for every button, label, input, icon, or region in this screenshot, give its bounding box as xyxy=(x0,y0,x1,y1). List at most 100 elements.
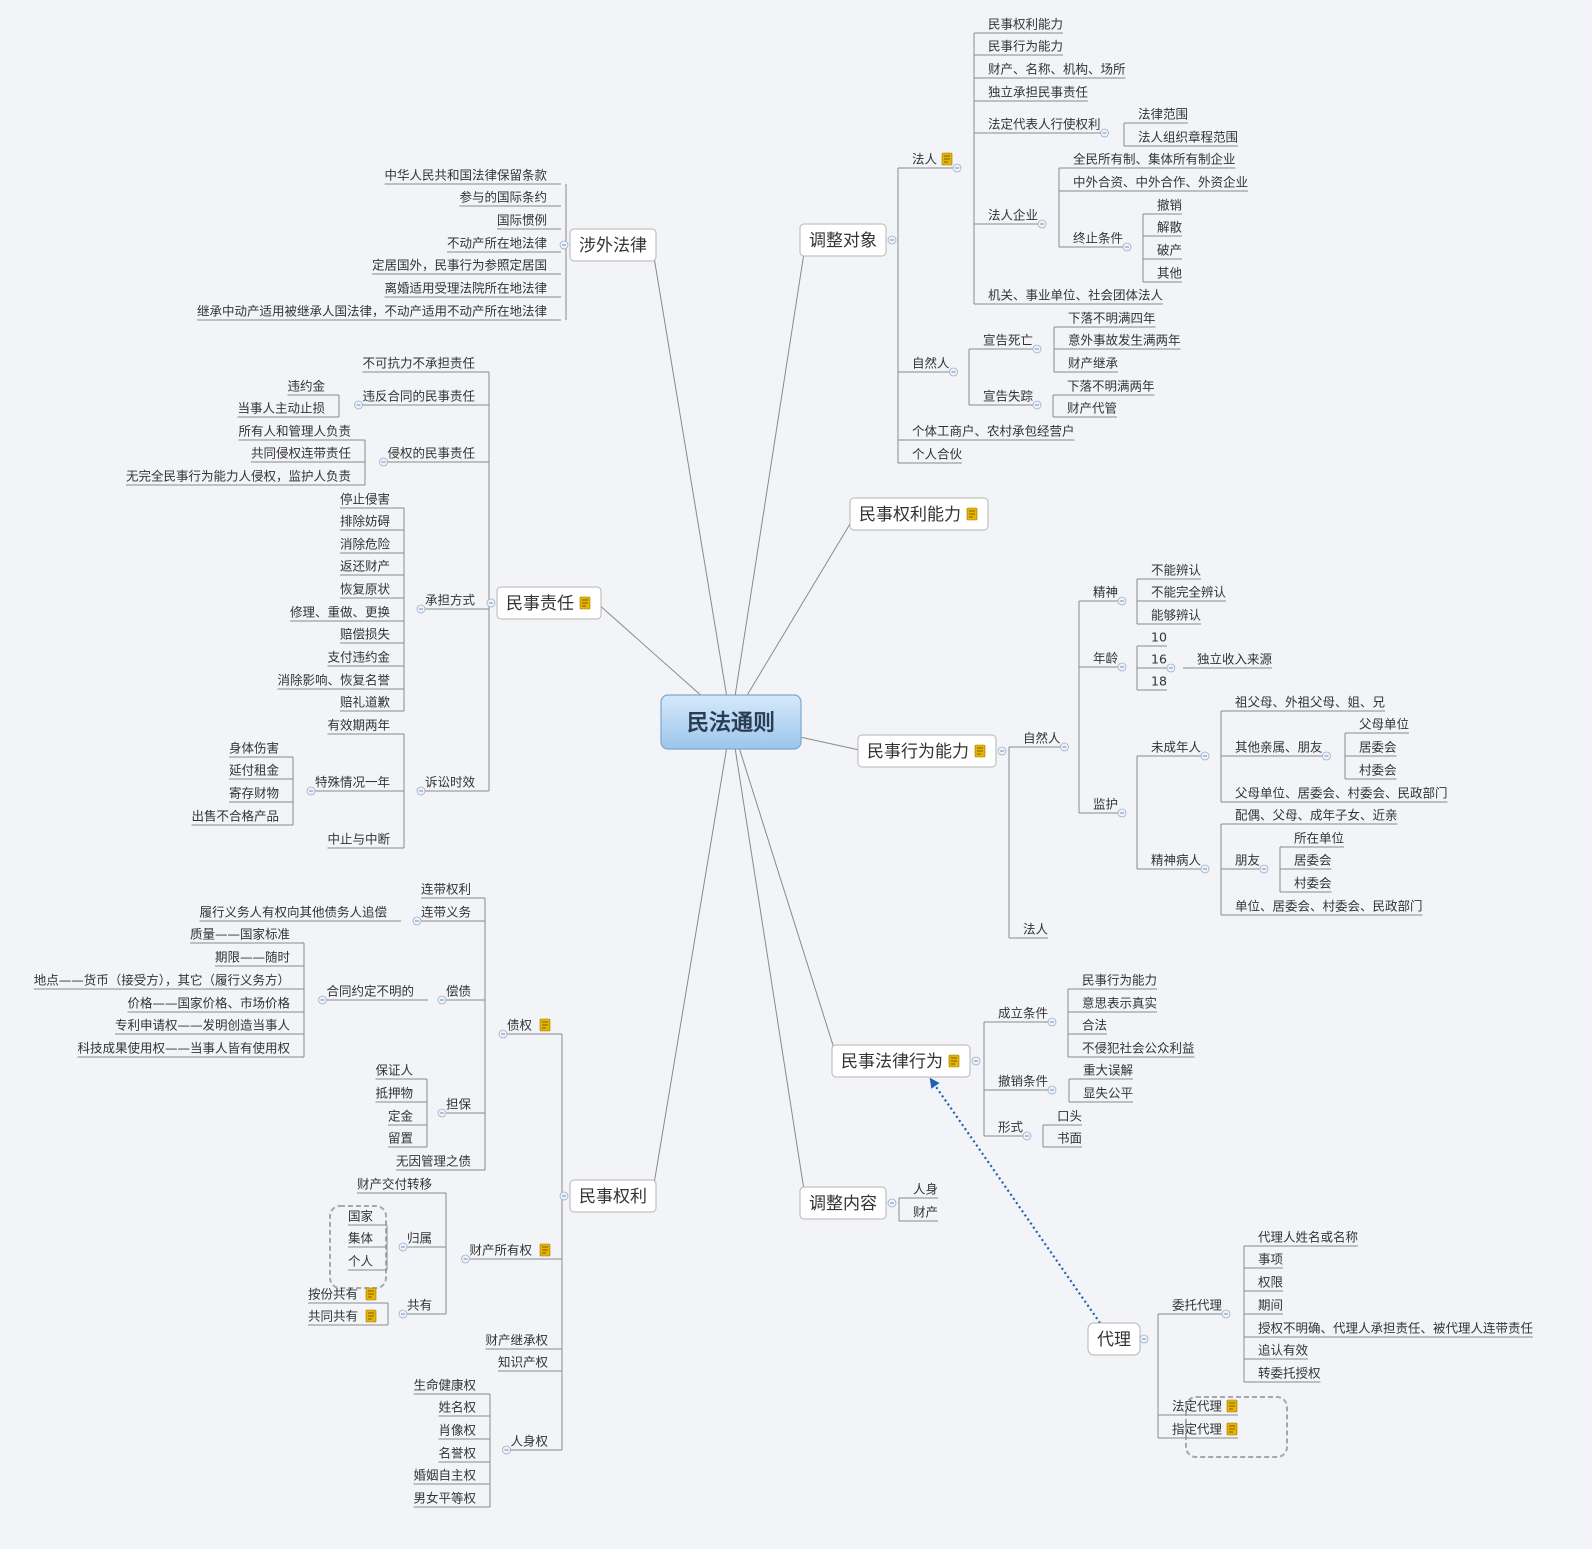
collapse-toggle-icon[interactable] xyxy=(1122,242,1132,252)
collapse-toggle-icon[interactable] xyxy=(1200,751,1210,761)
subtopic-label[interactable]: 人身 xyxy=(913,1182,938,1197)
collapse-toggle-icon[interactable] xyxy=(437,995,447,1005)
subtopic-label[interactable]: 财产交付转移 xyxy=(357,1177,432,1192)
subtopic-label[interactable]: 撤销 xyxy=(1157,198,1182,213)
subtopic-label[interactable]: 个人合伙 xyxy=(912,447,963,462)
subtopic-label[interactable]: 延付租金 xyxy=(229,763,280,778)
subtopic-label[interactable]: 肖像权 xyxy=(438,1423,476,1438)
subtopic-label[interactable]: 民事行为能力 xyxy=(1082,973,1157,988)
collapse-toggle-icon[interactable] xyxy=(1259,864,1269,874)
subtopic-label[interactable]: 村委会 xyxy=(1294,876,1332,891)
main-topic[interactable] xyxy=(857,734,997,768)
subtopic-label[interactable]: 所在单位 xyxy=(1294,831,1344,846)
subtopic-label[interactable]: 能够辨认 xyxy=(1151,608,1202,623)
subtopic-label[interactable]: 口头 xyxy=(1057,1109,1082,1124)
main-topic[interactable] xyxy=(849,497,989,531)
subtopic-label[interactable]: 人身权 xyxy=(510,1434,548,1449)
subtopic-label[interactable]: 代理人姓名或名称 xyxy=(1258,1230,1358,1245)
note-icon[interactable] xyxy=(948,1054,960,1068)
subtopic-label[interactable]: 国际惯例 xyxy=(497,213,547,228)
collapse-toggle-icon[interactable] xyxy=(498,1029,508,1039)
subtopic-label[interactable]: 排除妨碍 xyxy=(340,514,390,529)
collapse-toggle-icon[interactable] xyxy=(437,1108,447,1118)
subtopic-label[interactable]: 不能辨认 xyxy=(1151,563,1202,578)
subtopic-label[interactable]: 违约金 xyxy=(287,379,325,394)
subtopic-label[interactable]: 生命健康权 xyxy=(413,1378,476,1393)
subtopic-label[interactable]: 民事行为能力 xyxy=(988,39,1063,54)
collapse-toggle-icon[interactable] xyxy=(318,995,327,1005)
collapse-toggle-icon[interactable] xyxy=(1100,128,1109,138)
subtopic-label[interactable]: 授权不明确、代理人承担责任、被代理人连带责任 xyxy=(1258,1321,1533,1336)
note-icon[interactable] xyxy=(1226,1422,1238,1436)
subtopic-label[interactable]: 终止条件 xyxy=(1073,231,1123,246)
subtopic-label[interactable]: 18 xyxy=(1151,674,1167,689)
subtopic-label[interactable]: 恢复原状 xyxy=(340,582,391,597)
main-topic[interactable] xyxy=(569,1179,657,1213)
subtopic-label[interactable]: 未成年人 xyxy=(1151,740,1202,755)
subtopic-label[interactable]: 财产、名称、机构、场所 xyxy=(988,62,1126,77)
collapse-toggle-icon[interactable] xyxy=(1022,1131,1032,1141)
collapse-toggle-icon[interactable] xyxy=(1032,400,1042,410)
collapse-toggle-icon[interactable] xyxy=(1200,864,1210,874)
subtopic-label[interactable]: 当事人主动止损 xyxy=(237,401,325,416)
subtopic-label[interactable]: 配偶、父母、成年子女、近亲 xyxy=(1235,808,1398,823)
collapse-toggle-icon[interactable] xyxy=(379,457,388,467)
subtopic-label[interactable]: 履行义务人有权向其他债务人追偿 xyxy=(199,905,387,920)
collapse-toggle-icon[interactable] xyxy=(412,916,422,926)
collapse-toggle-icon[interactable] xyxy=(1139,1334,1149,1344)
subtopic-label[interactable]: 指定代理 xyxy=(1172,1422,1223,1437)
subtopic-label[interactable]: 解散 xyxy=(1157,220,1183,235)
note-icon[interactable] xyxy=(974,744,986,758)
subtopic-label[interactable]: 归属 xyxy=(407,1231,432,1246)
subtopic-label[interactable]: 消除危险 xyxy=(340,537,391,552)
subtopic-label[interactable]: 赔礼道歉 xyxy=(340,695,391,710)
subtopic-label[interactable]: 年龄 xyxy=(1093,651,1119,666)
collapse-toggle-icon[interactable] xyxy=(1037,219,1047,229)
subtopic-label[interactable]: 保证人 xyxy=(375,1063,413,1078)
subtopic-label[interactable]: 集体 xyxy=(348,1231,374,1246)
subtopic-label[interactable]: 参与的国际条约 xyxy=(459,190,547,205)
subtopic-label[interactable]: 破产 xyxy=(1157,243,1182,258)
collapse-toggle-icon[interactable] xyxy=(1047,1017,1057,1027)
collapse-toggle-icon[interactable] xyxy=(461,1254,470,1264)
subtopic-label[interactable]: 形式 xyxy=(998,1120,1024,1135)
subtopic-label[interactable]: 债权 xyxy=(507,1018,533,1033)
subtopic-label[interactable]: 共同共有 xyxy=(308,1309,358,1324)
collapse-toggle-icon[interactable] xyxy=(971,1056,981,1066)
subtopic-label[interactable]: 自然人 xyxy=(912,356,950,371)
subtopic-label[interactable]: 定金 xyxy=(388,1109,414,1124)
subtopic-label[interactable]: 独立收入来源 xyxy=(1197,652,1273,667)
subtopic-label[interactable]: 连带义务 xyxy=(421,905,471,920)
subtopic-label[interactable]: 出售不合格产品 xyxy=(191,809,279,824)
collapse-toggle-icon[interactable] xyxy=(1117,596,1127,606)
subtopic-label[interactable]: 16 xyxy=(1151,652,1167,667)
subtopic-label[interactable]: 抵押物 xyxy=(375,1086,413,1101)
main-topic[interactable] xyxy=(569,228,657,262)
subtopic-label[interactable]: 合同约定不明的 xyxy=(326,984,414,999)
subtopic-label[interactable]: 名誉权 xyxy=(438,1446,476,1461)
subtopic-label[interactable]: 法定代理 xyxy=(1172,1399,1223,1414)
subtopic-label[interactable]: 法定代表人行使权利 xyxy=(988,117,1101,132)
subtopic-label[interactable]: 权限 xyxy=(1258,1275,1284,1290)
subtopic-label[interactable]: 合法 xyxy=(1082,1018,1107,1033)
subtopic-label[interactable]: 期限——随时 xyxy=(215,950,291,965)
subtopic-label[interactable]: 共有 xyxy=(407,1298,432,1313)
collapse-toggle-icon[interactable] xyxy=(1117,808,1127,818)
subtopic-label[interactable]: 无完全民事行为能力人侵权，监护人负责 xyxy=(126,469,351,484)
subtopic-label[interactable]: 财产 xyxy=(913,1205,938,1220)
subtopic-label[interactable]: 不可抗力不承担责任 xyxy=(362,356,475,371)
subtopic-label[interactable]: 全民所有制、集体所有制企业 xyxy=(1073,152,1236,167)
subtopic-label[interactable]: 地点——货币（接受方），其它（履行义务方） xyxy=(34,973,290,988)
subtopic-label[interactable]: 特殊情况一年 xyxy=(315,775,390,790)
subtopic-label[interactable]: 法律范围 xyxy=(1138,107,1188,122)
note-icon[interactable] xyxy=(579,596,591,610)
subtopic-label[interactable]: 赔偿损失 xyxy=(340,627,391,642)
subtopic-label[interactable]: 不能完全辨认 xyxy=(1151,585,1227,600)
relationship-arrow[interactable] xyxy=(929,1077,1101,1324)
note-icon[interactable] xyxy=(966,507,978,521)
subtopic-label[interactable]: 事项 xyxy=(1258,1252,1283,1267)
collapse-toggle-icon[interactable] xyxy=(997,746,1007,756)
subtopic-label[interactable]: 连带权利 xyxy=(421,882,471,897)
subtopic-label[interactable]: 村委会 xyxy=(1359,763,1397,778)
subtopic-label[interactable]: 寄存财物 xyxy=(229,786,279,801)
